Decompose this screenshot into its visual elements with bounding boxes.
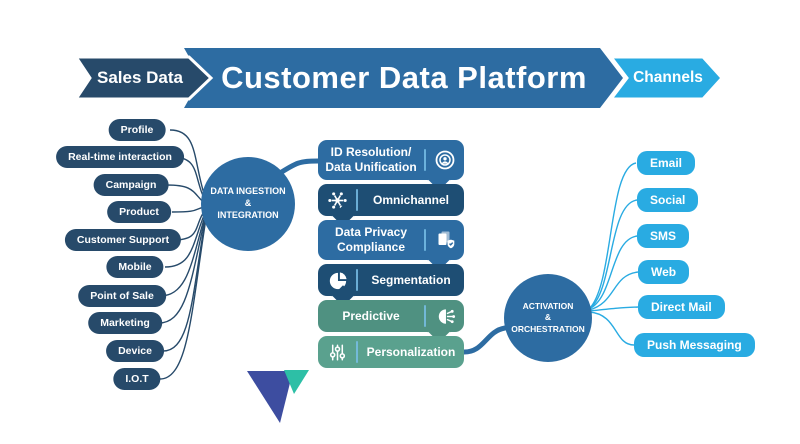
banner-arrow-channels-shape <box>607 55 725 101</box>
divider <box>356 269 358 291</box>
hub-line: ACTIVATION <box>522 301 574 312</box>
source-pill-marketing: Marketing <box>88 312 162 334</box>
banner-title: Customer Data Platform <box>221 60 587 95</box>
capability-box-id-resolution: ID Resolution/ Data Unification <box>318 140 464 195</box>
divider <box>424 229 426 251</box>
channel-pill-push-messaging: Push Messaging <box>634 333 755 357</box>
source-pill-profile: Profile <box>108 119 166 141</box>
hub-line: & <box>544 312 552 323</box>
activation-hub: ACTIVATION & ORCHESTRATION <box>504 274 592 362</box>
channel-connectors <box>588 162 639 346</box>
banner-sales-data: Sales Data <box>97 68 183 87</box>
source-pill-device: Device <box>106 340 164 362</box>
pie-chart-icon <box>318 269 356 292</box>
banner-cdp-shape <box>184 48 623 108</box>
channel-pill-web: Web <box>638 260 690 284</box>
capability-box-predictive: Predictive <box>318 300 464 347</box>
source-pill-customer-support: Customer Support <box>64 229 182 251</box>
capability-label: Data Privacy Compliance <box>334 225 408 254</box>
banner-arrow-sales-shape <box>73 55 214 101</box>
channel-pill-social: Social <box>637 188 699 212</box>
divider <box>356 341 358 363</box>
capability-box-personalization: Personalization <box>318 336 464 368</box>
user-target-icon <box>426 148 464 172</box>
capability-label: Omnichannel <box>372 192 449 207</box>
source-pill-campaign: Campaign <box>93 174 169 196</box>
capability-box-data-privacy: Data Privacy Compliance <box>318 220 464 275</box>
capability-label: Personalization <box>366 344 456 359</box>
hub-line: DATA INGESTION <box>210 186 286 197</box>
banner-channels: Channels <box>633 69 703 86</box>
personalization-to-activation-connector <box>460 325 508 355</box>
capability-label: Segmentation <box>371 272 451 287</box>
network-hub-icon <box>318 189 356 212</box>
divider <box>424 149 426 171</box>
ai-branch-icon <box>426 305 464 328</box>
source-pill-point-of-sale: Point of Sale <box>78 285 166 307</box>
source-pill-mobile: Mobile <box>106 256 164 278</box>
channel-pill-sms: SMS <box>637 224 690 248</box>
channel-pill-direct-mail: Direct Mail <box>638 295 725 319</box>
divider <box>424 305 426 327</box>
hub-line: ORCHESTRATION <box>511 323 585 334</box>
capability-box-segmentation: Segmentation <box>318 264 464 311</box>
company-logo <box>247 370 309 423</box>
sliders-icon <box>318 341 356 364</box>
capability-label: Predictive <box>342 308 400 323</box>
source-pill-product: Product <box>107 201 171 223</box>
data-ingestion-hub: DATA INGESTION & INTEGRATION <box>201 157 295 251</box>
source-pill-iot: I.O.T <box>113 368 161 390</box>
capability-label: ID Resolution/ Data Unification <box>325 145 417 174</box>
source-pill-realtime-interaction: Real-time interaction <box>56 146 184 168</box>
divider <box>356 189 358 211</box>
capability-box-omnichannel: Omnichannel <box>318 184 464 231</box>
hub-line: INTEGRATION <box>217 209 279 220</box>
channel-pill-email: Email <box>637 151 696 175</box>
document-shield-icon <box>426 228 464 252</box>
hub-line: & <box>244 198 252 209</box>
